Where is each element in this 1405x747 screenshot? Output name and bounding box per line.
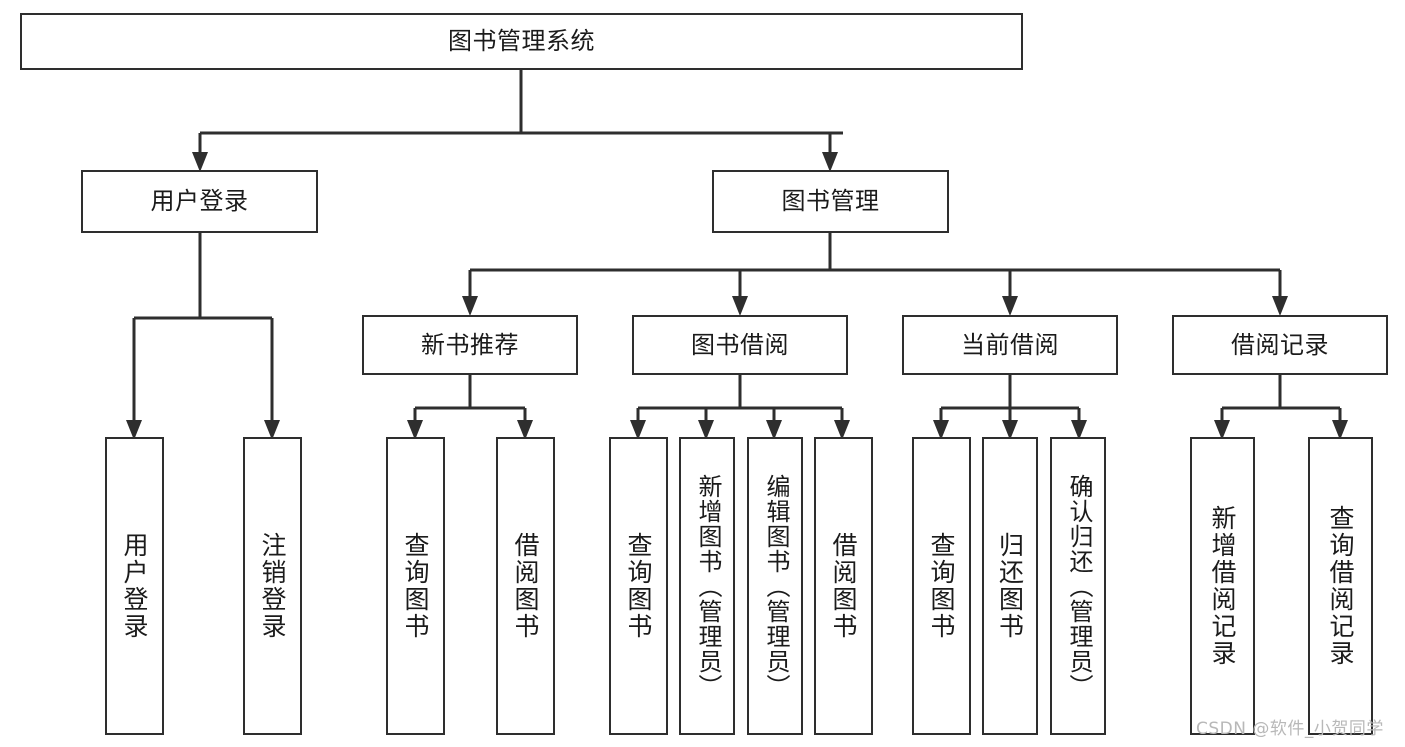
node-user-login[interactable]: 用户登录 — [81, 170, 318, 233]
node-book-borrow[interactable]: 图书借阅 — [632, 315, 848, 375]
node-leaf-borrow-book-1-label: 借阅图书 — [511, 532, 540, 640]
node-leaf-return-book-label: 归还图书 — [995, 532, 1025, 640]
node-leaf-borrow-book-1[interactable]: 借阅图书 — [496, 437, 555, 735]
node-leaf-query-borrow-record-label: 查询借阅记录 — [1326, 505, 1355, 667]
node-root-label: 图书管理系统 — [448, 27, 595, 56]
node-leaf-query-book-3[interactable]: 查询图书 — [912, 437, 971, 735]
node-leaf-query-book-2-label: 查询图书 — [624, 532, 653, 640]
node-book-borrow-label: 图书借阅 — [691, 330, 789, 359]
node-leaf-edit-book-admin[interactable]: 编辑图书（管理员） — [747, 437, 803, 735]
node-leaf-user-login-label: 用户登录 — [120, 532, 149, 640]
node-leaf-add-borrow-record-label: 新增借阅记录 — [1208, 505, 1237, 667]
node-root[interactable]: 图书管理系统 — [20, 13, 1023, 70]
node-leaf-logout-login[interactable]: 注销登录 — [243, 437, 302, 735]
node-leaf-logout-login-label: 注销登录 — [258, 532, 287, 640]
node-new-book-recommend-label: 新书推荐 — [421, 330, 519, 359]
node-current-borrow[interactable]: 当前借阅 — [902, 315, 1118, 375]
node-leaf-confirm-return-admin[interactable]: 确认归还（管理员） — [1050, 437, 1106, 735]
node-current-borrow-label: 当前借阅 — [961, 330, 1059, 359]
node-leaf-query-borrow-record[interactable]: 查询借阅记录 — [1308, 437, 1373, 735]
node-leaf-query-book-3-label: 查询图书 — [927, 532, 956, 640]
csdn-watermark: CSDN @软件_小贺同学 — [1196, 719, 1384, 739]
node-user-login-label: 用户登录 — [150, 187, 249, 216]
node-leaf-add-borrow-record[interactable]: 新增借阅记录 — [1190, 437, 1255, 735]
node-borrow-record-label: 借阅记录 — [1231, 330, 1329, 359]
node-leaf-edit-book-admin-label: 编辑图书（管理员） — [761, 473, 790, 699]
node-leaf-confirm-return-admin-label: 确认归还（管理员） — [1064, 473, 1093, 699]
node-leaf-query-book-2[interactable]: 查询图书 — [609, 437, 668, 735]
node-borrow-record[interactable]: 借阅记录 — [1172, 315, 1388, 375]
node-book-manage-label: 图书管理 — [781, 187, 880, 216]
node-leaf-borrow-book-2[interactable]: 借阅图书 — [814, 437, 873, 735]
node-leaf-borrow-book-2-label: 借阅图书 — [829, 532, 858, 640]
node-new-book-recommend[interactable]: 新书推荐 — [362, 315, 578, 375]
node-leaf-return-book[interactable]: 归还图书 — [982, 437, 1038, 735]
node-leaf-add-book-admin-label: 新增图书（管理员） — [693, 473, 722, 699]
node-leaf-user-login[interactable]: 用户登录 — [105, 437, 164, 735]
node-leaf-query-book-1[interactable]: 查询图书 — [386, 437, 445, 735]
node-book-manage[interactable]: 图书管理 — [712, 170, 949, 233]
node-leaf-query-book-1-label: 查询图书 — [401, 532, 430, 640]
node-leaf-add-book-admin[interactable]: 新增图书（管理员） — [679, 437, 735, 735]
